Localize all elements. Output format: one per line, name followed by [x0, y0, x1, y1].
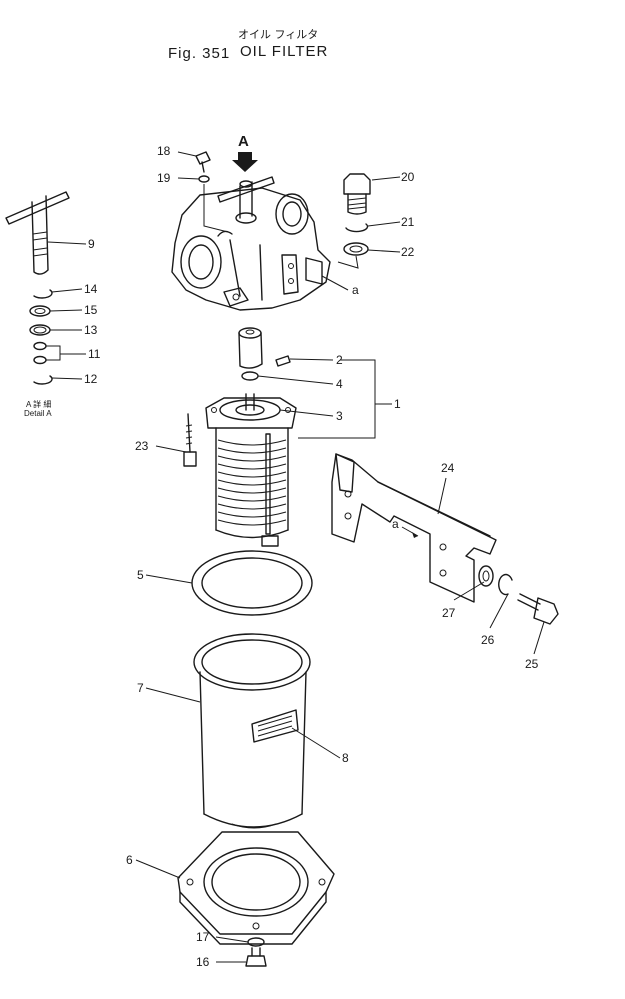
callout-22: 22 — [401, 245, 415, 259]
head-t-handle — [217, 176, 275, 224]
callout-13: 13 — [84, 323, 98, 337]
callout-7: 7 — [137, 681, 144, 695]
callout-3: 3 — [336, 409, 343, 423]
part-26-lock-washer — [498, 573, 513, 596]
callout-8: 8 — [342, 751, 349, 765]
callout-6: 6 — [126, 853, 133, 867]
callout-numbers: 18 19 20 21 22 a 9 14 15 13 11 12 2 4 3 … — [84, 144, 539, 969]
callout-12: 12 — [84, 372, 98, 386]
callout-9: 9 — [88, 237, 95, 251]
part-11-o-ring-lower — [33, 355, 47, 365]
part-24-bracket — [331, 453, 497, 603]
callout-4: 4 — [336, 377, 343, 391]
callout-20: 20 — [401, 170, 415, 184]
part-18-screw — [195, 151, 211, 173]
part-16-bolt — [245, 947, 267, 967]
part-3-element-assembly — [205, 393, 297, 547]
part-7-bowl — [193, 633, 311, 829]
callout-19: 19 — [157, 171, 171, 185]
part-11-o-ring-upper — [33, 341, 47, 351]
callout-11: 11 — [88, 347, 101, 361]
part-20-bolt — [343, 173, 371, 215]
callout-18: 18 — [157, 144, 171, 158]
part-23-bolt — [183, 413, 197, 467]
part-2-relief-valve — [238, 327, 291, 369]
part-6-flange — [177, 831, 335, 945]
callout-25: 25 — [525, 657, 539, 671]
part-15-washer — [29, 305, 51, 317]
callout-26: 26 — [481, 633, 495, 647]
detail-label-english: Detail A — [24, 409, 52, 418]
leader-lines — [46, 151, 545, 963]
figure-title: OIL FILTER — [240, 43, 328, 60]
part-8-label-plate — [251, 709, 299, 743]
part-25-bolt — [517, 593, 559, 625]
part-19-washer — [198, 175, 210, 183]
detail-label-japanese: A 詳 細 — [26, 399, 51, 409]
title-japanese: オイル フィルタ — [238, 28, 318, 41]
reference-a-head: a — [352, 283, 359, 297]
callout-17: 17 — [196, 930, 210, 944]
part-12-snap-ring — [33, 375, 53, 385]
part-9-t-handle — [5, 191, 70, 275]
figure-number: Fig. 351 — [168, 45, 230, 62]
filter-head — [171, 187, 331, 311]
part-17-washer — [247, 937, 265, 947]
callout-21: 21 — [401, 215, 415, 229]
callout-15: 15 — [84, 303, 98, 317]
callout-1: 1 — [394, 397, 401, 411]
part-21-lock-washer — [345, 223, 369, 233]
reference-a-bracket: a — [392, 517, 399, 531]
view-arrow-icon — [232, 152, 258, 172]
callout-16: 16 — [196, 955, 210, 969]
callout-23: 23 — [135, 439, 149, 453]
part-4-washer — [241, 371, 259, 381]
callout-14: 14 — [84, 282, 98, 296]
part-5-gasket — [191, 550, 313, 616]
part-22-washer — [343, 242, 369, 256]
part-27-washer — [478, 565, 494, 587]
callout-27: 27 — [442, 606, 456, 620]
callout-2: 2 — [336, 353, 343, 367]
callout-24: 24 — [441, 461, 455, 475]
part-14-snap-ring — [33, 289, 53, 299]
view-marker-a: A — [238, 133, 249, 150]
callout-5: 5 — [137, 568, 144, 582]
